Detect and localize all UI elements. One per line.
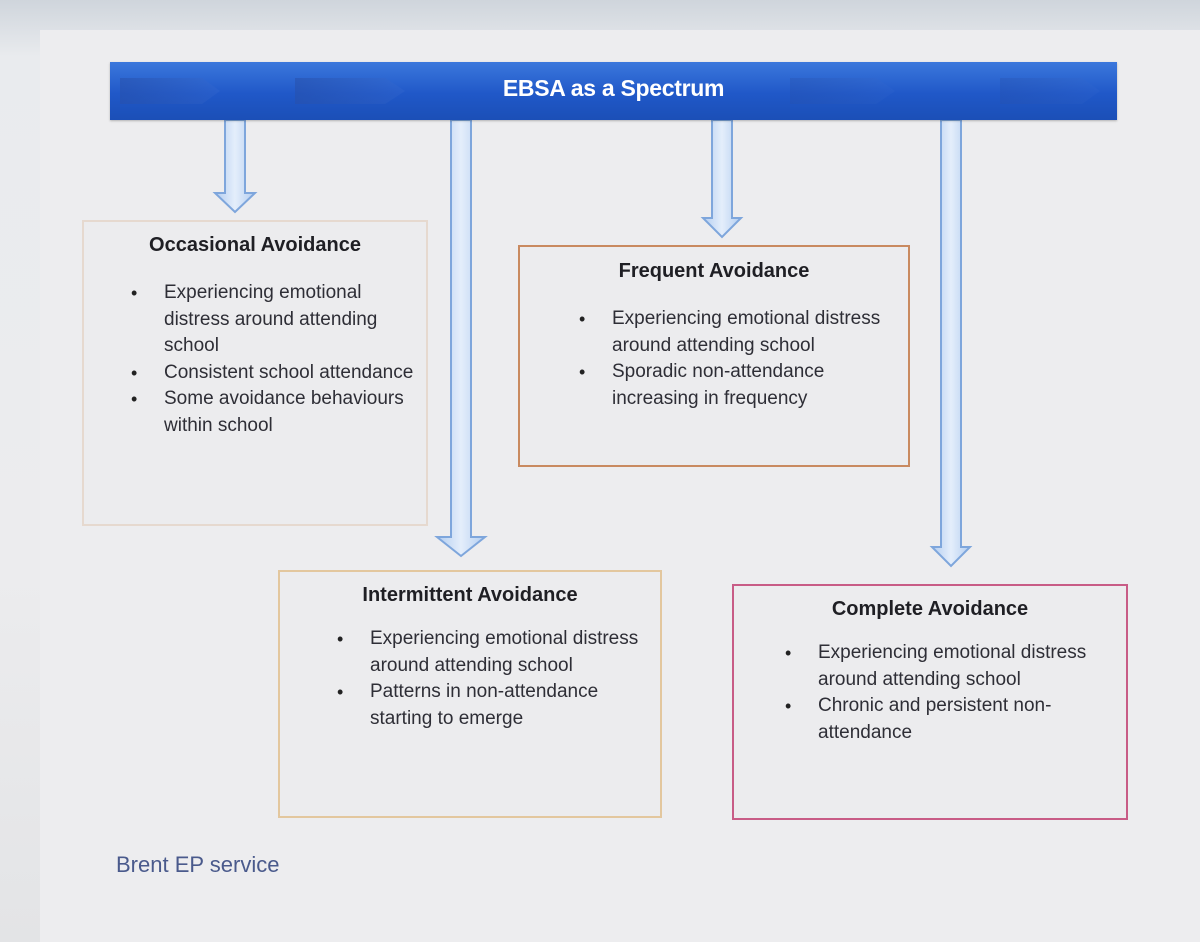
arrow-to-complete xyxy=(929,119,973,568)
box-title: Complete Avoidance xyxy=(831,598,1029,620)
occasional-avoidance-box: Occasional Avoidance •Experiencing emoti… xyxy=(82,220,428,526)
list-item: •Sporadic non-attendance increasing in f… xyxy=(579,361,825,409)
bullet-icon: • xyxy=(337,629,344,649)
arrow-to-frequent xyxy=(700,119,744,239)
chevron-arrow-icon xyxy=(1000,78,1100,104)
list-item: •Experiencing emotional distress around … xyxy=(785,642,1087,690)
bullet-icon: • xyxy=(579,309,586,329)
list-item: •Chronic and persistent non-attendance xyxy=(785,695,1052,743)
bullet-icon: • xyxy=(337,682,344,702)
list-item: •Consistent school attendance xyxy=(126,360,416,387)
banner-title: EBSA as a Spectrum xyxy=(502,75,725,101)
bullet-icon: • xyxy=(579,362,586,382)
bullet-icon: • xyxy=(131,283,138,303)
arrow-to-intermittent xyxy=(434,119,488,558)
list-item: •Some avoidance behaviours within school xyxy=(131,388,404,436)
intermittent-avoidance-box: Intermittent Avoidance •Experiencing emo… xyxy=(278,570,662,818)
bullet-icon: • xyxy=(785,696,792,716)
complete-avoidance-box: Complete Avoidance •Experiencing emotion… xyxy=(732,584,1128,820)
chevron-arrow-icon xyxy=(295,78,405,104)
list-item: •Experiencing emotional distress around … xyxy=(337,628,639,676)
bullet-icon: • xyxy=(131,362,138,383)
bullet-icon: • xyxy=(785,643,792,663)
box-title: Intermittent Avoidance xyxy=(362,584,578,606)
list-item: •Patterns in non-attendance starting to … xyxy=(337,681,599,729)
bullet-icon: • xyxy=(131,389,138,409)
arrow-to-occasional xyxy=(212,119,258,214)
chevron-arrow-icon xyxy=(790,78,895,104)
box-title: Occasional Avoidance xyxy=(149,234,361,256)
list-item: •Experiencing emotional distress around … xyxy=(579,308,881,356)
list-item: •Experiencing emotional distress around … xyxy=(131,282,378,356)
footer-credit: Brent EP service xyxy=(116,852,280,877)
frequent-avoidance-box: Frequent Avoidance •Experiencing emotion… xyxy=(518,245,910,467)
box-title: Frequent Avoidance xyxy=(618,260,810,282)
chevron-arrow-icon xyxy=(120,78,220,104)
spectrum-banner: EBSA as a Spectrum xyxy=(110,62,1117,120)
